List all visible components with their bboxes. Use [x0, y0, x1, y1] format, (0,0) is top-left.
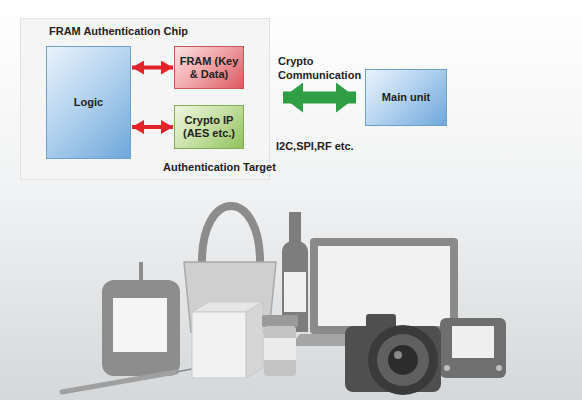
- lens-highlight: [394, 351, 402, 359]
- bottle-label: [284, 272, 306, 312]
- edge-label: Crypto Communication: [278, 54, 373, 82]
- chip-panel: FRAM Authentication ChipAuthentication T…: [20, 18, 270, 180]
- bus-arrow: [132, 66, 173, 70]
- jar-label: [264, 338, 296, 360]
- logic-block: Logic: [46, 46, 131, 159]
- camera-lens-ring: [377, 334, 429, 386]
- interface-label: I2C,SPI,RF etc.: [276, 139, 354, 153]
- box-label: Main unit: [382, 91, 430, 104]
- communication-arrow: [283, 92, 356, 104]
- console-screen: [452, 326, 494, 358]
- camera-lens: [368, 325, 438, 395]
- chip-title: FRAM Authentication Chip: [49, 25, 188, 38]
- box-label: Logic: [74, 96, 103, 109]
- main-unit-box: Main unit: [365, 69, 447, 126]
- box-label: FRAM (Key & Data): [177, 55, 241, 81]
- console-button: [444, 365, 450, 371]
- jar-lid: [262, 315, 298, 327]
- bottle-neck: [289, 212, 301, 244]
- box-side: [246, 302, 263, 378]
- syringe-needle: [176, 369, 192, 372]
- bus-arrow: [132, 125, 173, 129]
- target-caption: Authentication Target: [163, 161, 276, 174]
- console-button: [496, 365, 502, 371]
- jar-body: [264, 326, 296, 376]
- crypto-block: Crypto IP (AES etc.): [174, 105, 244, 149]
- box-front: [192, 312, 246, 378]
- box-label: Crypto IP (AES etc.): [177, 114, 241, 140]
- bag-tube: [139, 262, 143, 282]
- memory-block: FRAM (Key & Data): [174, 46, 244, 89]
- blood-bag: [102, 280, 180, 376]
- syringe: [62, 372, 176, 392]
- console-body: [440, 318, 506, 378]
- camera-lens-glass: [388, 345, 418, 375]
- blood-bag-label: [113, 298, 167, 352]
- laptop-lid: [310, 238, 458, 334]
- bag-handle: [202, 206, 260, 266]
